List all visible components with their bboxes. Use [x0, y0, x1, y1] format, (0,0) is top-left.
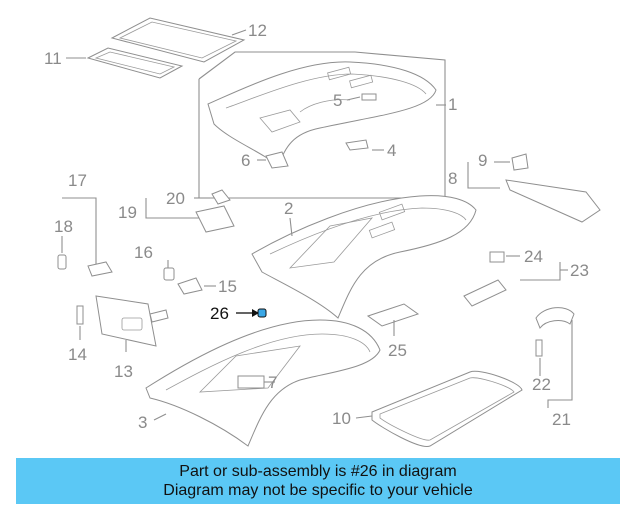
callout-23: 23 [570, 261, 589, 280]
callout-14: 14 [68, 345, 87, 364]
coat-hook-17-18 [57, 197, 113, 277]
callout-20: 20 [166, 189, 185, 208]
map-lamp-19-20 [145, 189, 235, 233]
part-4-pad [345, 139, 369, 151]
callout-12: 12 [248, 21, 267, 40]
callout-9: 9 [478, 151, 487, 170]
part-7-bracket [237, 375, 265, 389]
part-5-clip [361, 93, 377, 101]
callout-3: 3 [138, 413, 147, 432]
callout-25: 25 [388, 341, 407, 360]
part-26-highlight [236, 308, 267, 318]
callout-21: 21 [552, 410, 571, 429]
caption-banner: Part or sub-assembly is #26 in diagram D… [16, 458, 620, 504]
callout-8: 8 [448, 169, 457, 188]
callout-7: 7 [268, 373, 277, 392]
callout-26: 26 [210, 304, 229, 323]
callout-1: 1 [448, 95, 457, 114]
callout-6: 6 [241, 151, 250, 170]
callout-4: 4 [387, 141, 396, 160]
headliner-assembly-group [198, 51, 446, 199]
callout-10: 10 [332, 409, 351, 428]
callout-16: 16 [134, 243, 153, 262]
grab-handle-21-22 [535, 307, 575, 408]
callout-11: 11 [44, 49, 62, 68]
sunshade-panels [66, 17, 247, 79]
headliner-2 [251, 195, 477, 319]
parts-diagram: 1 2 3 4 5 6 7 8 9 10 11 12 13 14 15 16 1… [44, 17, 601, 447]
banner-line-2: Diagram may not be specific to your vehi… [163, 482, 473, 499]
callout-24: 24 [524, 247, 543, 266]
callout-13: 13 [114, 362, 133, 381]
callout-17: 17 [68, 171, 87, 190]
sunroof-seal-10 [355, 370, 523, 447]
trim-8-9 [467, 153, 601, 223]
callout-5: 5 [333, 91, 342, 110]
brackets-23-24 [463, 251, 568, 307]
callout-22: 22 [532, 375, 551, 394]
callout-2: 2 [284, 199, 293, 218]
bracket-25 [366, 303, 420, 336]
part-6-bracket [265, 151, 289, 169]
sunvisor-13 [95, 295, 169, 352]
screw-14 [76, 305, 84, 340]
banner-line-1: Part or sub-assembly is #26 in diagram [179, 463, 457, 480]
clips-15-16 [163, 260, 216, 295]
headliner-3 [145, 319, 381, 447]
callout-18: 18 [54, 217, 73, 236]
callout-19: 19 [118, 203, 137, 222]
callout-15: 15 [218, 277, 237, 296]
